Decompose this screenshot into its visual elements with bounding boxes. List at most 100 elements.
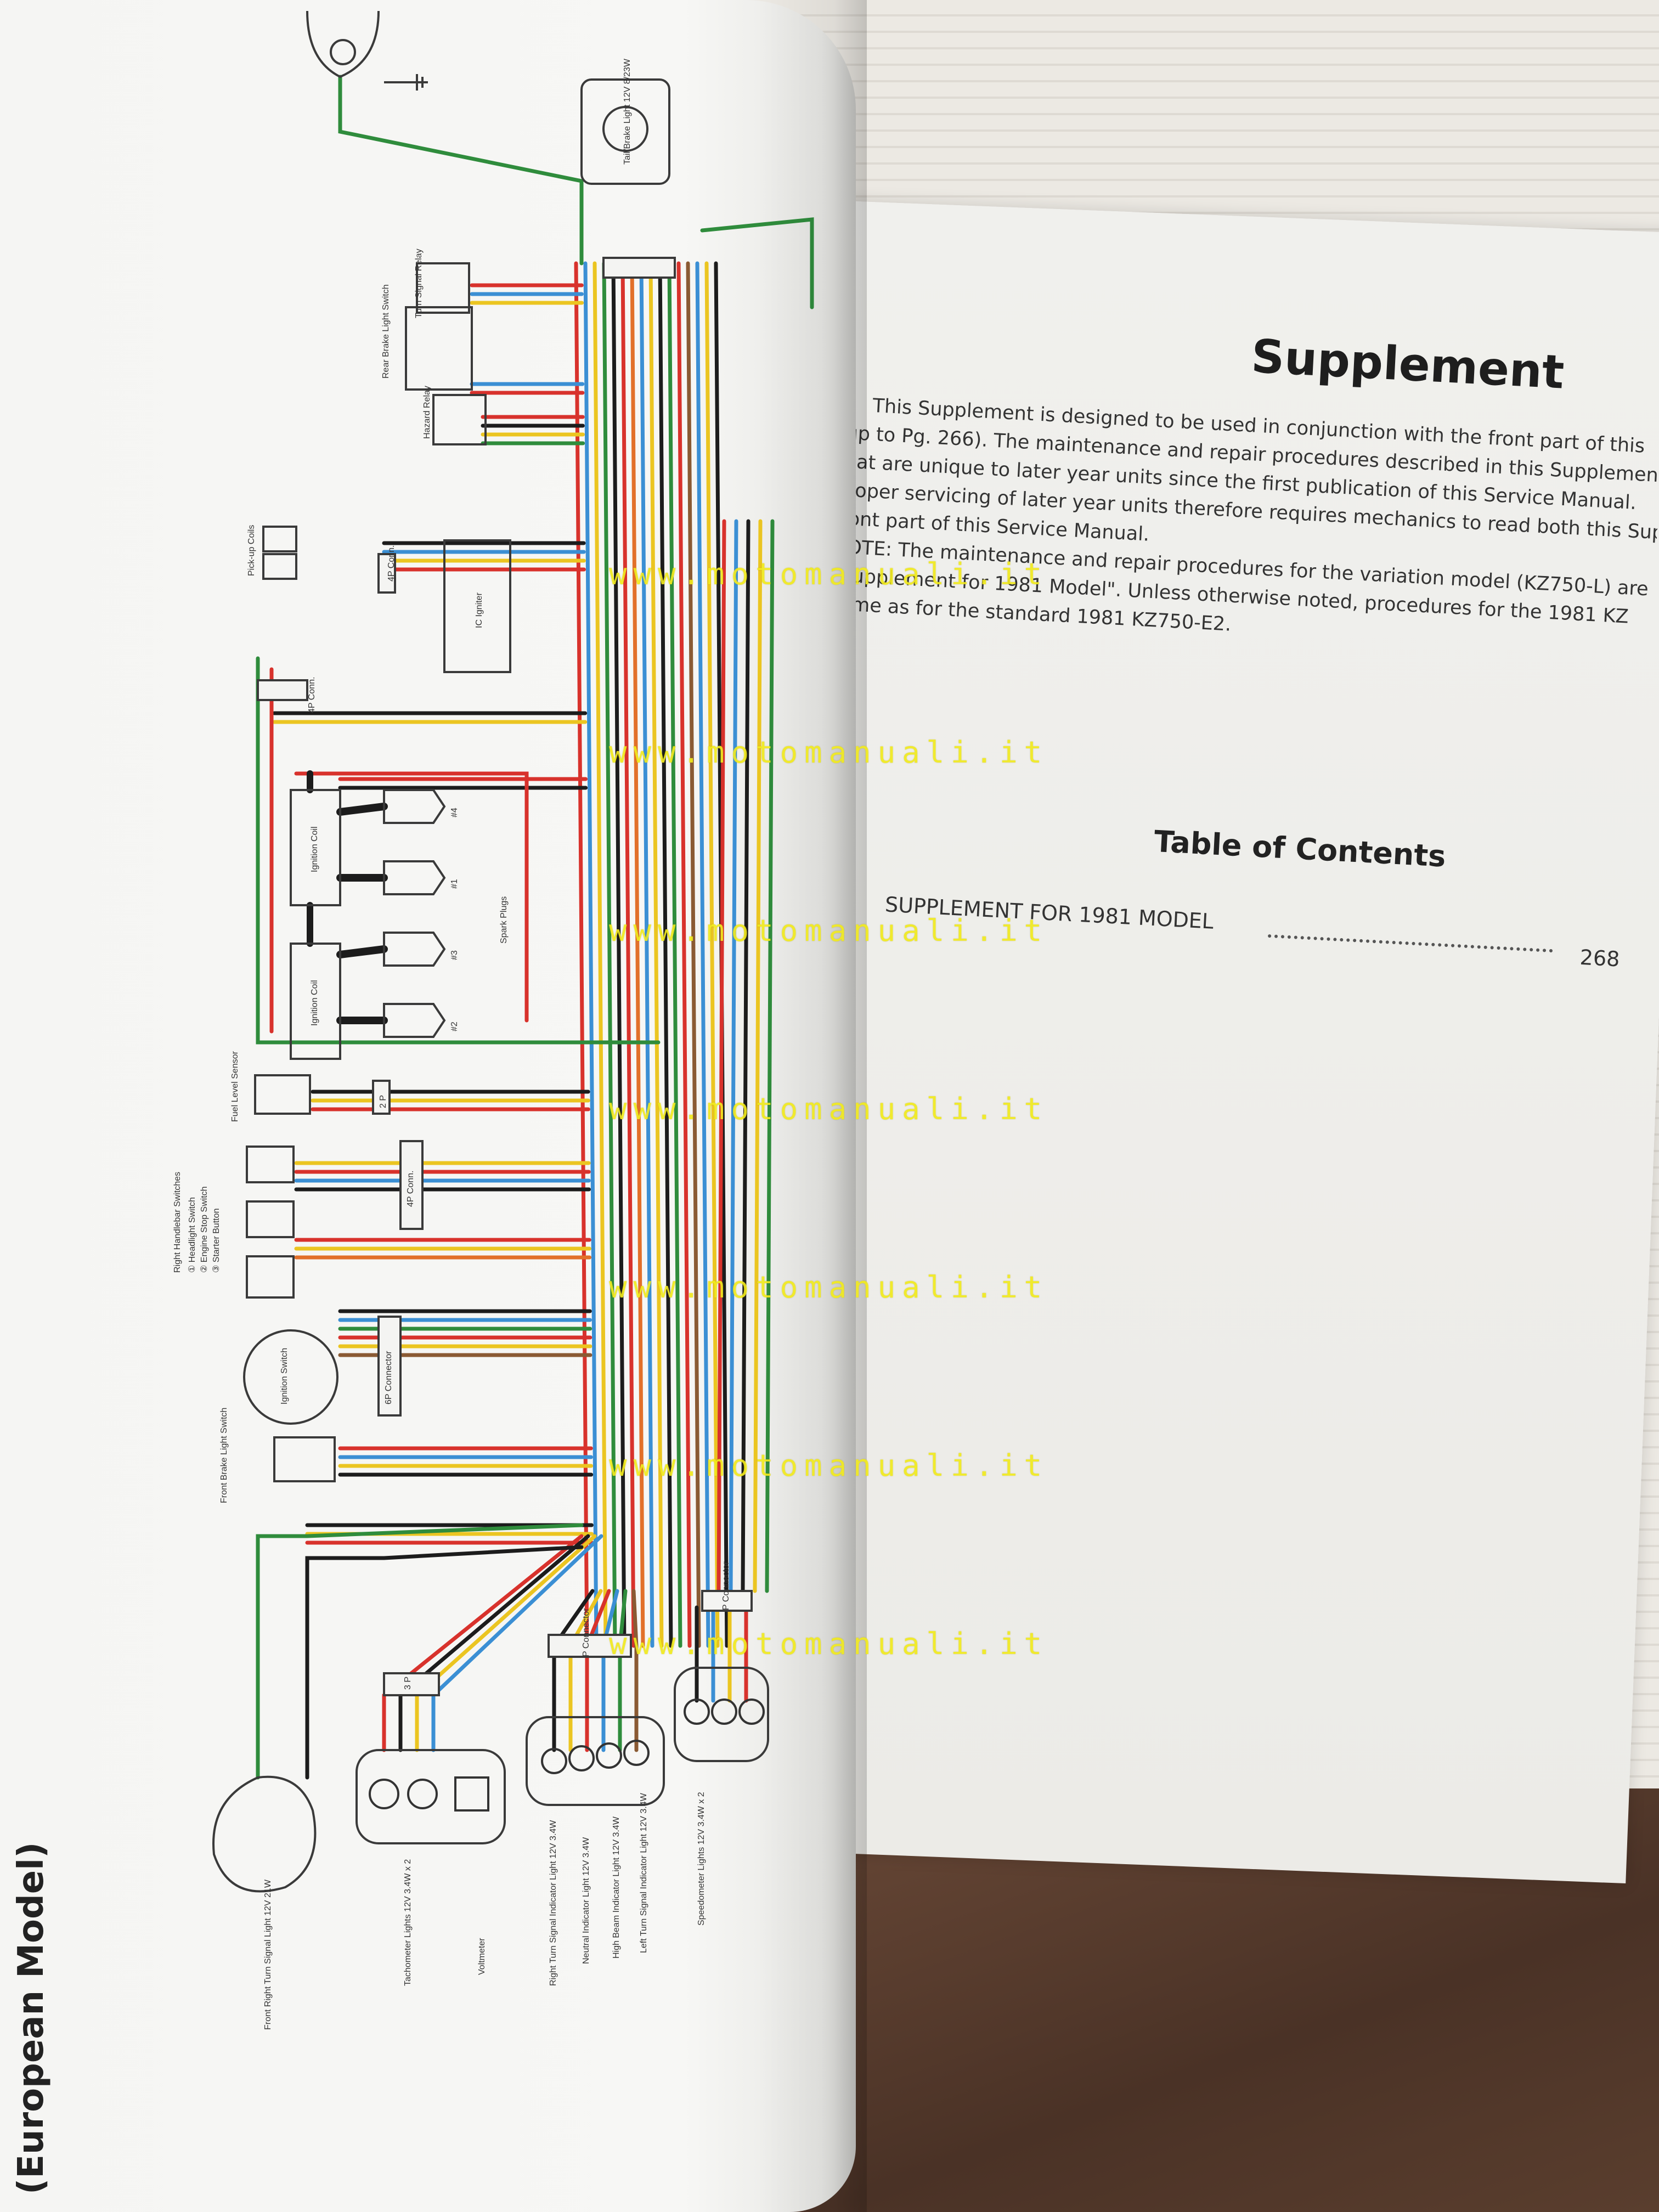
label-high-beam-indicator: High Beam Indicator Light 12V 3.4W — [612, 1816, 621, 1959]
voltmeter-shape — [454, 1776, 489, 1812]
wire — [336, 803, 388, 816]
wire — [639, 261, 654, 1648]
label-headlight-switch: ① Headlight Switch — [188, 1197, 197, 1273]
label-turn-signal-relay: Turn Signal Relay — [414, 249, 424, 318]
label-plug-2: #2 — [450, 1022, 459, 1031]
label-p-connector-b: P Connector — [721, 1561, 731, 1610]
ignition-coil-box — [290, 789, 341, 906]
wire — [574, 261, 589, 1648]
ignition-coil-box — [290, 943, 341, 1060]
front-turn-lamp-shape — [212, 1775, 317, 1893]
label-speedometer-lights: Speedometer Lights 12V 3.4W x 2 — [697, 1792, 706, 1926]
spark-plug-shape — [383, 932, 446, 967]
wire — [765, 519, 775, 1593]
label-tail-brake-light: Tail/Brake Light 12V 8/23W — [623, 59, 632, 165]
bulb-shape — [684, 1699, 710, 1725]
wire — [336, 945, 388, 958]
label-starter-button: ③ Starter Button — [212, 1208, 221, 1273]
wire — [583, 261, 599, 1648]
watermark: www.motomanuali.it — [609, 913, 1049, 948]
wire — [338, 75, 584, 266]
wire — [667, 261, 682, 1648]
brake-switch-box — [273, 1436, 336, 1482]
handlebar-switch-box — [246, 1200, 295, 1238]
label-ignition-coil-a: Ignition Coil — [310, 826, 319, 872]
label-plug-1: #1 — [450, 879, 459, 889]
label-fuel-level-sensor: Fuel Level Sensor — [230, 1051, 240, 1122]
wire — [700, 217, 814, 309]
headlight-top-shape — [306, 10, 380, 78]
wire — [256, 1523, 584, 1780]
relay-box — [416, 262, 470, 314]
page-heading: (European Model) — [11, 1842, 52, 2194]
bulb-shape — [330, 39, 356, 65]
watermark: www.motomanuali.it — [609, 735, 1049, 770]
label-tachometer-lights: Tachometer Lights 12V 3.4W x 2 — [403, 1859, 413, 1986]
label-right-turn-indicator: Right Turn Signal Indicator Light 12V 3.… — [549, 1820, 558, 1986]
spark-plug-shape — [383, 1003, 446, 1038]
bulb-shape — [711, 1699, 737, 1725]
label-plug-4: #4 — [450, 808, 459, 817]
tail-light-housing — [580, 78, 670, 185]
label-2p-conn: 2 P — [379, 1094, 388, 1108]
connector-block — [399, 1140, 424, 1230]
wire — [630, 261, 645, 1648]
label-rear-brake-switch: Rear Brake Light Switch — [381, 284, 391, 379]
watermark: www.motomanuali.it — [609, 1270, 1049, 1305]
bulb-shape — [596, 1742, 622, 1769]
ground-symbol — [384, 74, 428, 91]
wire — [741, 519, 751, 1593]
connector-block — [383, 1672, 440, 1696]
label-hazard-relay: Hazard Relay — [422, 386, 432, 439]
wire — [294, 771, 529, 1023]
connector-block — [257, 679, 308, 701]
tail-bulb-shape — [602, 106, 648, 152]
label-voltmeter: Voltmeter — [477, 1938, 487, 1975]
indicator-housing — [526, 1716, 665, 1806]
watermark: www.motomanuali.it — [609, 1627, 1049, 1661]
label-p-connector-a: P Connector — [582, 1608, 591, 1657]
connector-block — [377, 1316, 402, 1417]
label-right-handlebar-switches: Right Handlebar Switches — [173, 1171, 182, 1273]
label-plug-3: #3 — [450, 950, 459, 960]
label-4p-conn-c: 4P Conn. — [406, 1170, 415, 1207]
relay-box — [432, 394, 487, 445]
pickup-coil-box — [262, 553, 297, 580]
connector-block — [372, 1080, 391, 1115]
wire — [729, 519, 738, 1593]
spark-plug-shape — [383, 860, 446, 895]
label-4p-conn-b: 4P Conn. — [307, 676, 317, 713]
connector-block — [602, 257, 676, 279]
pickup-coil-box — [262, 526, 297, 552]
wire — [256, 656, 661, 1045]
bulb-symbols — [369, 1699, 765, 1812]
wire — [716, 519, 726, 1593]
connector-block — [701, 1590, 753, 1612]
ignition-switch-shape — [243, 1329, 338, 1425]
label-front-right-turn-signal: Front Right Turn Signal Light 12V 21W — [263, 1880, 273, 2030]
bulb-shape — [369, 1779, 399, 1809]
label-neutral-indicator: Neutral Indicator Light 12V 3.4W — [582, 1837, 591, 1964]
handlebar-switch-box — [246, 1146, 295, 1183]
wire — [695, 261, 710, 1648]
bulb-shape — [541, 1748, 567, 1774]
wire — [753, 519, 763, 1593]
wire — [676, 261, 692, 1648]
label-spark-plugs: Spark Plugs — [499, 896, 509, 944]
speedometer-housing — [674, 1667, 769, 1762]
wire — [620, 261, 636, 1648]
bulb-shape — [568, 1745, 595, 1771]
watermark: www.motomanuali.it — [609, 557, 1049, 591]
label-4p-conn-a: 4P Conn. — [387, 545, 396, 582]
label-left-turn-indicator: Left Turn Signal Indicator Light 12V 3.4… — [639, 1793, 648, 1953]
ic-igniter-box — [443, 539, 511, 673]
label-ignition-coil-b: Ignition Coil — [310, 980, 319, 1026]
wire — [611, 261, 627, 1648]
wire — [648, 261, 664, 1648]
label-pickup-coils: Pick-up Coils — [247, 524, 256, 576]
wire — [686, 261, 701, 1648]
bulb-shape — [623, 1740, 650, 1766]
bulb-shape — [407, 1779, 438, 1809]
